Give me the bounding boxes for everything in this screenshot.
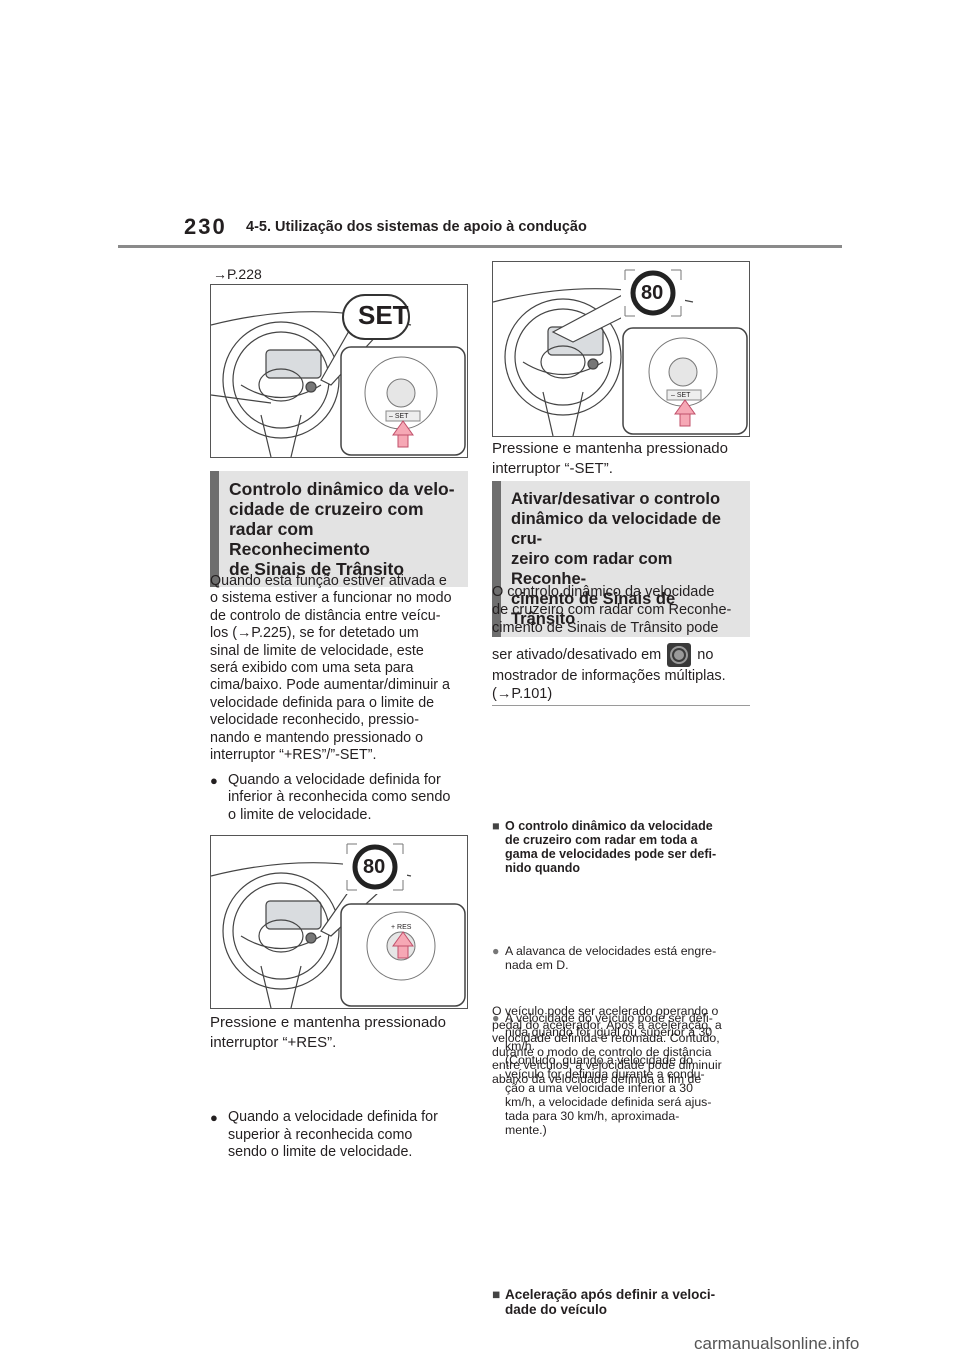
- heading-enable-disable: Ativar/desativar o controlo dinâmico da …: [492, 481, 750, 637]
- res-button-label: + RES: [391, 924, 412, 931]
- heading-line: dinâmico da velocidade de cru-: [511, 510, 721, 548]
- text-line: abaixo da velocidade definida a fim de: [492, 1071, 702, 1086]
- speed-limit-sign-value: 80: [363, 856, 386, 878]
- text-line: mostrador de informações múltiplas.: [492, 668, 726, 684]
- text-line: interruptor “-SET”.: [492, 460, 613, 477]
- set-callout-label: SET: [358, 300, 409, 330]
- text-line: (Contudo, quando a velocidade do: [505, 1053, 694, 1068]
- text-line: velocidade definida para o limite de: [210, 694, 435, 711]
- text-line: Pressione e mantenha pressionado: [210, 1014, 446, 1031]
- heading-line: Ativar/desativar o controlo: [511, 490, 721, 508]
- figure-set-switch-sign: 80 – SET: [492, 261, 750, 437]
- steering-wheel-illustration: [493, 266, 748, 436]
- text-fragment: ser ativado/desativado em: [492, 646, 662, 663]
- text-line: o sistema estiver a funcionar no modo: [210, 590, 452, 607]
- text-line: cima/baixo. Pode aumentar/diminuir a: [210, 677, 450, 694]
- text-line: O veículo pode ser acelerado operando o: [492, 1004, 719, 1018]
- text-line: nando e mantendo pressionado o: [210, 729, 424, 746]
- text-line: durante o modo de controlo de distância: [492, 1044, 712, 1059]
- text-line: Quando a velocidade definida for: [228, 772, 441, 788]
- bullet-lower-speed: Quando a velocidade definida for inferio…: [210, 772, 490, 824]
- text-line-with-icon: ser ativado/desativado em no: [492, 643, 754, 667]
- settings-icon: [667, 643, 692, 667]
- page-reference: →P.228: [213, 266, 262, 282]
- text-line: Aceleração após definir a veloci-: [505, 1287, 716, 1303]
- figure-set-switch: SET – SET: [210, 284, 468, 458]
- text-line: interruptor “+RES”.: [210, 1034, 337, 1051]
- steering-wheel-illustration: [211, 294, 466, 457]
- text-line: nada em D.: [505, 958, 569, 973]
- text-line: de controlo de distância entre veícu-: [210, 607, 441, 624]
- note-heading-acceleration: Aceleração após definir a veloci- dade d…: [492, 1287, 767, 1317]
- note-text-acceleration: O veículo pode ser acelerado operando o …: [492, 1004, 754, 1086]
- section-title: 4-5. Utilização dos sistemas de apoio à …: [246, 219, 587, 235]
- text-line: cimento de Sinais de Trânsito pode: [492, 620, 719, 636]
- text-line: será exibido com uma seta para: [210, 660, 414, 677]
- text-line: nida quando for igual ou superior a 30: [505, 1025, 713, 1040]
- text-line: superior à reconhecida como: [228, 1126, 413, 1143]
- heading-line: de Sinais de Trânsito: [229, 559, 405, 579]
- note-bullet-speed-30: A velocidade do veículo pode ser defi- n…: [492, 1011, 767, 1137]
- set-button-label: – SET: [389, 413, 409, 420]
- watermark: carmanualsonline.info: [694, 1334, 860, 1353]
- text-line: sinal de limite de velocidade, este: [210, 642, 424, 659]
- text-line: A alavanca de velocidades está engre-: [505, 944, 717, 959]
- note-bullet-gear-d: A alavanca de velocidades está engre- na…: [492, 944, 767, 972]
- header-rule: [118, 245, 842, 248]
- text-line: tada para 30 km/h, aproximada-: [505, 1109, 680, 1124]
- divider: [492, 705, 750, 706]
- paragraph-enable-disable: O controlo dinâmico da velocidade de cru…: [492, 583, 754, 703]
- text-line: O controlo dinâmico da velocidade: [505, 819, 713, 834]
- text-line: A velocidade do veículo pode ser defi-: [505, 1011, 713, 1026]
- text-line: veículo for definida durante a condu-: [505, 1067, 705, 1082]
- text-line: ção a uma velocidade inferior a 30: [505, 1081, 693, 1096]
- text-line: dade do veículo: [505, 1302, 608, 1318]
- text-line: km/h.: [505, 1039, 536, 1054]
- text-line: gama de velocidades pode ser defi-: [505, 847, 717, 862]
- text-line: de cruzeiro com radar em toda a: [505, 833, 698, 848]
- text-line: km/h, a velocidade definida será ajus-: [505, 1095, 712, 1110]
- note-heading-full-range: O controlo dinâmico da velocidade de cru…: [492, 819, 767, 875]
- bullet-higher-speed: Quando a velocidade definida for superio…: [210, 1109, 490, 1161]
- text-line: entre veículos, a velocidade pode diminu…: [492, 1058, 722, 1072]
- text-line: (→P.101): [492, 686, 553, 702]
- heading-line: cidade de cruzeiro com: [229, 499, 424, 519]
- caption-res: Pressione e mantenha pressionado interru…: [210, 1013, 472, 1053]
- text-line: mente.): [505, 1123, 547, 1138]
- caption-set: Pressione e mantenha pressionado interru…: [492, 439, 754, 479]
- heading-line: Controlo dinâmico da velo-: [229, 479, 455, 499]
- heading-line: cimento de Sinais de Trânsito: [511, 590, 676, 628]
- speed-limit-sign-value: 80: [641, 282, 664, 304]
- heading-tsr-cruise: Controlo dinâmico da velo- cidade de cru…: [210, 471, 468, 587]
- page-number: 230: [184, 214, 227, 239]
- text-line: Quando esta função estiver ativada e: [210, 573, 447, 589]
- text-line: Quando a velocidade definida for: [228, 1109, 438, 1126]
- text-line: pedal do acelerador. Após a aceleração, …: [492, 1017, 722, 1032]
- text-line: velocidade reconhecido, pressio-: [210, 712, 420, 729]
- text-line: Pressione e mantenha pressionado: [492, 440, 728, 457]
- steering-wheel-illustration: [211, 840, 466, 1008]
- text-line: sendo o limite de velocidade.: [228, 1144, 413, 1161]
- text-line: interruptor “+RES”/”-SET”.: [210, 747, 377, 764]
- heading-line: zeiro com radar com Reconhe-: [511, 550, 673, 588]
- text-line: de cruzeiro com radar com Reconhe-: [492, 602, 732, 618]
- text-line: los (→P.225), se for detetado um: [210, 625, 419, 642]
- heading-line: radar com Reconhecimento: [229, 519, 370, 559]
- text-line: velocidade definida é retomada. Contudo,: [492, 1031, 720, 1045]
- text-line: inferior à reconhecida como sendo: [228, 789, 451, 806]
- set-button-label: – SET: [671, 392, 691, 399]
- paragraph-tsr-description: Quando esta função estiver ativada e o s…: [210, 573, 472, 764]
- text-line: o limite de velocidade.: [228, 806, 372, 823]
- text-fragment: no: [697, 646, 714, 663]
- text-line: nido quando: [505, 861, 580, 876]
- text-line: O controlo dinâmico da velocidade: [492, 584, 715, 600]
- figure-res-switch: 80 + RES: [210, 835, 468, 1009]
